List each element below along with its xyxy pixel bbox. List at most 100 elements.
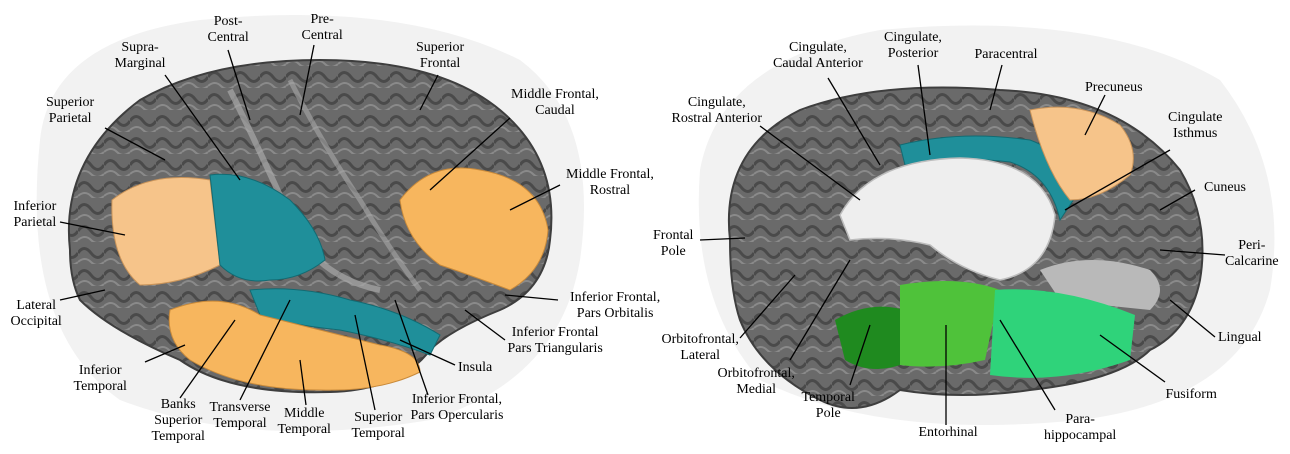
label-cingulate-rostral-anterior: Cingulate,Rostral Anterior: [672, 95, 763, 127]
label-line: Pole: [802, 406, 855, 422]
label-superior-temporal: SuperiorTemporal: [352, 410, 405, 442]
label-line: Supra-: [115, 40, 166, 56]
label-line: Central: [208, 30, 249, 46]
label-line: Parietal: [14, 215, 57, 231]
label-line: Cingulate,: [884, 30, 942, 46]
label-pericalcarine: Peri-Calcarine: [1225, 238, 1279, 270]
label-orbitofrontal-medial: Orbitofrontal,Medial: [718, 366, 795, 398]
label-entorhinal: Entorhinal: [919, 425, 978, 441]
label-line: Temporal: [352, 426, 405, 442]
label-inferior-frontal-opercularis: Inferior Frontal,Pars Opercularis: [411, 392, 504, 424]
label-line: Rostral: [566, 183, 654, 199]
label-cuneus: Cuneus: [1204, 180, 1246, 196]
label-parahippocampal: Para-hippocampal: [1044, 412, 1116, 444]
label-line: Middle Frontal,: [566, 167, 654, 183]
label-line: Pars Orbitalis: [570, 306, 660, 322]
label-line: Peri-: [1225, 238, 1279, 254]
label-line: Marginal: [115, 56, 166, 72]
label-line: Cingulate: [1168, 110, 1222, 126]
label-line: Temporal: [278, 422, 331, 438]
label-precentral: Pre-Central: [302, 12, 343, 44]
region-entorhinal: [900, 281, 1000, 367]
label-line: Caudal: [511, 103, 599, 119]
label-orbitofrontal-lateral: Orbitofrontal,Lateral: [662, 332, 739, 364]
label-line: Medial: [718, 382, 795, 398]
label-line: Inferior: [74, 363, 127, 379]
label-line: Temporal: [802, 390, 855, 406]
label-supramarginal: Supra-Marginal: [115, 40, 166, 72]
label-paracentral: Paracentral: [975, 47, 1038, 63]
label-line: Caudal Anterior: [773, 56, 863, 72]
label-line: Para-: [1044, 412, 1116, 428]
label-line: Inferior: [14, 199, 57, 215]
label-line: Post-: [208, 14, 249, 30]
label-line: Paracentral: [975, 47, 1038, 63]
label-line: Fusiform: [1166, 387, 1217, 403]
label-line: Entorhinal: [919, 425, 978, 441]
label-line: Lateral: [11, 298, 62, 314]
label-line: Inferior Frontal: [508, 325, 603, 341]
region-temporal-pole: [835, 307, 905, 369]
label-cingulate-posterior: Cingulate,Posterior: [884, 30, 942, 62]
label-lateral-occipital: LateralOccipital: [11, 298, 62, 330]
label-line: Superior: [416, 40, 464, 56]
label-line: Lateral: [662, 348, 739, 364]
label-line: Rostral Anterior: [672, 111, 763, 127]
label-line: Superior: [46, 95, 94, 111]
label-line: Cingulate,: [773, 40, 863, 56]
label-line: Pole: [653, 244, 693, 260]
label-line: Precuneus: [1085, 80, 1143, 96]
label-inferior-frontal-orbitalis: Inferior Frontal,Pars Orbitalis: [570, 290, 660, 322]
label-lingual: Lingual: [1218, 330, 1262, 346]
label-line: Central: [302, 28, 343, 44]
label-line: Temporal: [74, 379, 127, 395]
label-middle-frontal-caudal: Middle Frontal,Caudal: [511, 87, 599, 119]
label-line: Middle: [278, 406, 331, 422]
label-line: Cingulate,: [672, 95, 763, 111]
label-line: Inferior Frontal,: [570, 290, 660, 306]
label-line: Banks: [152, 397, 205, 413]
label-fusiform: Fusiform: [1166, 387, 1217, 403]
label-line: Temporal: [210, 416, 271, 432]
label-frontal-pole: FrontalPole: [653, 228, 693, 260]
label-line: Frontal: [653, 228, 693, 244]
label-line: Orbitofrontal,: [718, 366, 795, 382]
label-line: Frontal: [416, 56, 464, 72]
label-postcentral: Post-Central: [208, 14, 249, 46]
label-line: Transverse: [210, 400, 271, 416]
label-line: Calcarine: [1225, 254, 1279, 270]
label-line: Inferior Frontal,: [411, 392, 504, 408]
region-inferior-parietal: [112, 178, 220, 286]
label-precuneus: Precuneus: [1085, 80, 1143, 96]
label-cingulate-caudal-anterior: Cingulate,Caudal Anterior: [773, 40, 863, 72]
label-insula: Insula: [458, 360, 492, 376]
label-line: Cuneus: [1204, 180, 1246, 196]
label-line: Pars Triangularis: [508, 341, 603, 357]
label-line: Occipital: [11, 314, 62, 330]
label-line: Superior: [352, 410, 405, 426]
label-line: Pars Opercularis: [411, 408, 504, 424]
label-line: Parietal: [46, 111, 94, 127]
label-line: Pre-: [302, 12, 343, 28]
label-line: Orbitofrontal,: [662, 332, 739, 348]
label-line: Lingual: [1218, 330, 1262, 346]
label-middle-frontal-rostral: Middle Frontal,Rostral: [566, 167, 654, 199]
label-line: Temporal: [152, 429, 205, 445]
label-line: Posterior: [884, 46, 942, 62]
label-line: Middle Frontal,: [511, 87, 599, 103]
label-line: Isthmus: [1168, 126, 1222, 142]
label-line: Insula: [458, 360, 492, 376]
label-line: hippocampal: [1044, 428, 1116, 444]
